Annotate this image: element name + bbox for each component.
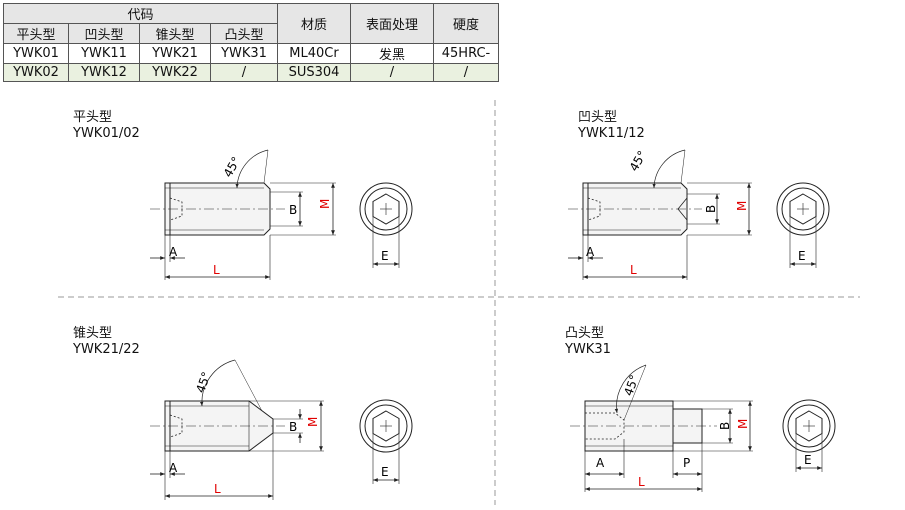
dim-m: M	[735, 201, 749, 211]
table-cell: YWK21	[139, 43, 211, 64]
dog-screw-drawing	[570, 364, 836, 492]
panel-title-cone: 锥头型	[73, 326, 113, 341]
panel-title-cup: 凹头型	[578, 110, 618, 125]
dim-b: B	[718, 422, 732, 430]
cone-screw-drawing	[150, 359, 413, 500]
dim-e: E	[798, 249, 806, 263]
dim-e: E	[381, 249, 389, 263]
dim-angle: 45°	[221, 154, 244, 179]
panel-code-cup: YWK11/12	[578, 126, 645, 141]
subheader-flat: 平头型	[3, 23, 69, 44]
table-row: YWK01 YWK11 YWK21 YWK31 ML40Cr 发黑 45HRC-	[3, 43, 499, 64]
flat-screw-drawing	[150, 149, 413, 280]
dim-angle: 45°	[621, 373, 641, 398]
dim-b: B	[289, 203, 297, 217]
dim-m: M	[306, 417, 320, 427]
subheader-dog: 凸头型	[210, 23, 278, 44]
header-surface: 表面处理	[350, 3, 434, 44]
table-cell: /	[210, 63, 278, 82]
subheader-cup: 凹头型	[68, 23, 140, 44]
panel-code-flat: YWK01/02	[73, 126, 140, 141]
dim-l: L	[630, 263, 637, 277]
table-row: YWK02 YWK12 YWK22 / SUS304 / /	[3, 63, 499, 82]
table-cell: /	[350, 63, 434, 82]
table-cell: YWK22	[139, 63, 211, 82]
panel-code-cone: YWK21/22	[73, 342, 140, 357]
dim-b: B	[289, 420, 297, 434]
table-cell: YWK31	[210, 43, 278, 64]
dim-a: A	[596, 456, 605, 470]
spec-table: 代码 材质 表面处理 硬度 平头型 凹头型 锥头型 凸头型 YWK01 YWK1…	[3, 3, 499, 82]
subheader-cone: 锥头型	[139, 23, 211, 44]
table-cell: /	[433, 63, 499, 82]
table-cell: YWK02	[3, 63, 69, 82]
dim-a: A	[169, 461, 178, 475]
panel-title-dog: 凸头型	[565, 326, 605, 341]
panel-code-dog: YWK31	[565, 342, 611, 357]
dim-p: P	[683, 456, 690, 470]
dim-a: A	[169, 245, 178, 259]
panel-title-flat: 平头型	[73, 110, 113, 125]
table-cell: SUS304	[277, 63, 351, 82]
table-cell: YWK12	[68, 63, 140, 82]
dim-l: L	[214, 482, 221, 496]
dim-e: E	[381, 465, 389, 479]
header-code: 代码	[3, 3, 278, 24]
dim-m: M	[736, 419, 750, 429]
dim-b: B	[704, 205, 718, 213]
dim-a: A	[586, 245, 595, 259]
dim-m: M	[318, 199, 332, 209]
dim-l: L	[213, 263, 220, 277]
dim-angle: 45°	[193, 370, 213, 395]
header-hardness: 硬度	[433, 3, 499, 44]
dim-angle: 45°	[627, 148, 650, 173]
dim-l: L	[638, 475, 645, 489]
dim-e: E	[804, 453, 812, 467]
cup-screw-drawing	[568, 149, 830, 280]
